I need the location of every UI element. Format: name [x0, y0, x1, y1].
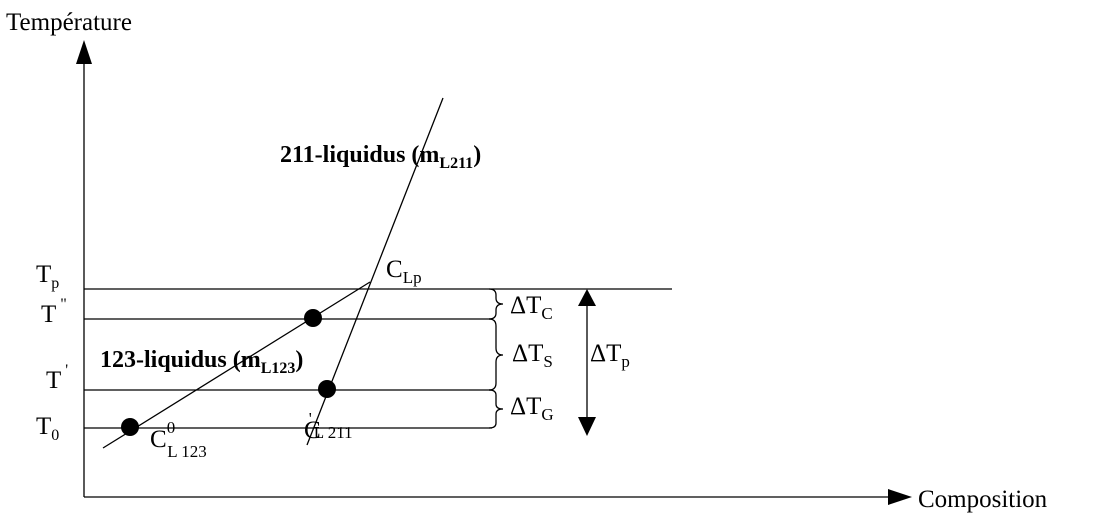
x-axis-arrowhead: [888, 489, 912, 505]
point-c0-l123-marker: [121, 418, 139, 436]
point-c-lp-label: CLp: [386, 256, 422, 287]
level-t-prime-label: T': [46, 362, 68, 394]
liquidus-123-label: 123-liquidus (mL123): [100, 347, 303, 377]
level-tp-label: Tp: [36, 261, 59, 292]
brace-delta-ts: [488, 318, 504, 391]
point-t-double-prime-marker: [304, 309, 322, 327]
interval-delta-tc-label: ΔTC: [510, 292, 553, 323]
level-t0-label: T0: [36, 413, 59, 444]
level-t-double-prime-label: T": [41, 296, 67, 328]
point-c-l211-marker: [318, 380, 336, 398]
liquidus-211-label: 211-liquidus (mL211): [280, 142, 481, 172]
interval-delta-tp-label: ΔTp: [590, 340, 630, 371]
x-axis-label: Composition: [918, 486, 1048, 513]
liquidus-123-line: [102, 281, 371, 449]
brace-delta-tg: [488, 389, 504, 429]
y-axis-arrowhead: [76, 40, 92, 64]
delta-tp-arrowhead-bottom: [578, 417, 596, 436]
brace-delta-tc: [488, 288, 504, 320]
delta-tp-arrowhead-top: [578, 289, 596, 306]
y-axis-label: Température: [6, 9, 132, 36]
interval-delta-ts-label: ΔTS: [512, 340, 553, 371]
interval-delta-tg-label: ΔTG: [510, 393, 554, 424]
point-c-l211-label: C'L 211: [304, 409, 353, 444]
